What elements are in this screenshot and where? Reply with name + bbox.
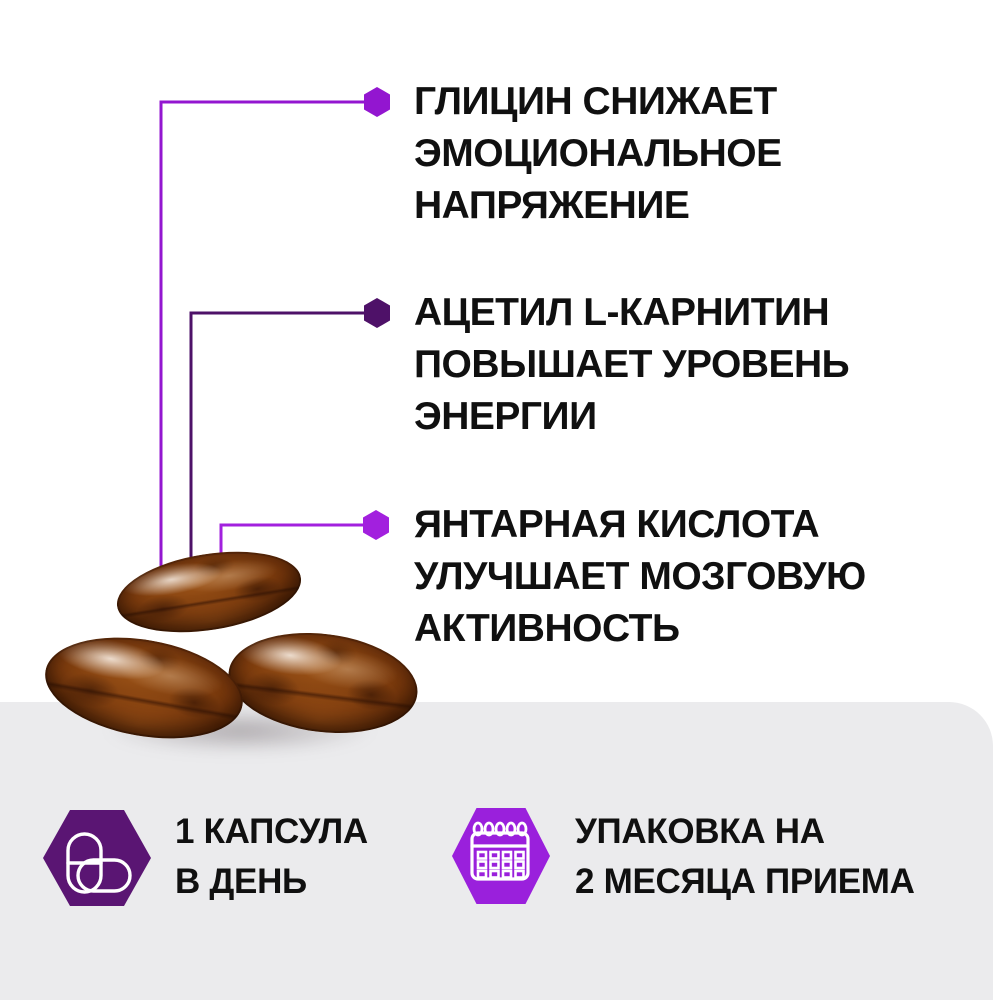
hexagon-bullet-icon xyxy=(364,298,390,328)
connector-line-1 xyxy=(159,100,377,574)
feature-text-carnitine: АЦЕТИЛ L-КАРНИТИН ПОВЫШАЕТ УРОВЕНЬ ЭНЕРГ… xyxy=(414,291,850,438)
usage-text-dose: 1 КАПСУЛА В ДЕНЬ xyxy=(175,812,368,901)
calendar-hexagon-badge xyxy=(452,808,550,904)
pill-hexagon-badge xyxy=(43,810,151,906)
hexagon-bullet-icon xyxy=(363,510,389,540)
pill-icon xyxy=(66,832,132,894)
hexagon-bullet-icon xyxy=(364,87,390,117)
connector-line-2 xyxy=(189,311,377,566)
feature-text-glycine: ГЛИЦИН СНИЖАЕТ ЭМОЦИОНАЛЬНОЕ НАПРЯЖЕНИЕ xyxy=(414,80,782,227)
calendar-icon xyxy=(470,821,530,881)
usage-text-package-duration: УПАКОВКА НА 2 МЕСЯЦА ПРИЕМА xyxy=(575,812,915,901)
feature-text-succinic-acid: ЯНТАРНАЯ КИСЛОТА УЛУЧШАЕТ МОЗГОВУЮ АКТИВ… xyxy=(414,503,866,650)
capsule-photo-back xyxy=(111,539,307,645)
